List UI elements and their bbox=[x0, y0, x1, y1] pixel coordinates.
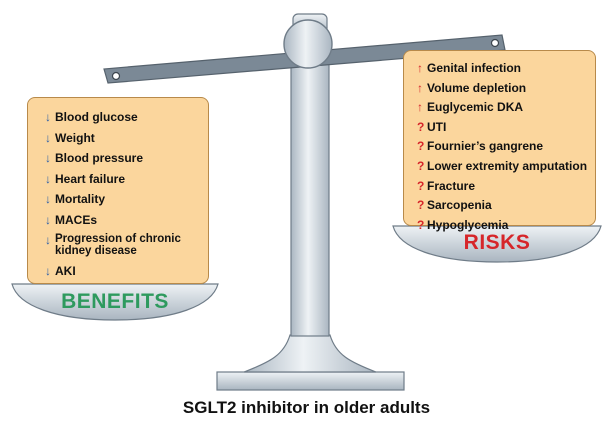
benefits-box: ↓ Blood glucose ↓ Weight ↓ Blood pressure ↓… bbox=[27, 97, 209, 284]
benefit-item: ↓ Mortality bbox=[45, 192, 205, 206]
question-mark-icon: ? bbox=[417, 119, 425, 134]
benefit-text: Progression of chronic kidney disease bbox=[55, 233, 181, 257]
question-mark-icon: ? bbox=[417, 158, 425, 173]
risk-text: Volume depletion bbox=[427, 80, 527, 95]
risk-item: ↑ Genital infection bbox=[417, 61, 593, 75]
benefit-text: Mortality bbox=[55, 192, 106, 206]
benefit-text: Blood glucose bbox=[55, 110, 138, 124]
risk-item: ?Sarcopenia bbox=[417, 198, 593, 212]
right-beam-hole bbox=[490, 38, 500, 48]
risk-text: Sarcopenia bbox=[427, 198, 492, 213]
figure-caption: SGLT2 inhibitor in older adults bbox=[182, 398, 431, 417]
benefit-item: ↓ MACEs bbox=[45, 213, 205, 227]
benefit-item: ↓ Weight bbox=[45, 131, 205, 145]
increase-arrow-icon: ↑ bbox=[417, 100, 423, 115]
question-mark-icon: ? bbox=[417, 198, 425, 213]
scale-pivot bbox=[283, 19, 333, 69]
scale-base bbox=[216, 334, 405, 391]
risk-item: ?Fracture bbox=[417, 179, 593, 193]
risk-item: ?UTI bbox=[417, 120, 593, 134]
decrease-arrow-icon: ↓ bbox=[45, 263, 51, 278]
risks-label: RISKS bbox=[463, 231, 531, 254]
question-mark-icon: ? bbox=[417, 178, 425, 193]
risk-item: ?Fournier’s gangrene bbox=[417, 139, 593, 153]
risks-list: ↑ Genital infection ↑ Volume depletion ↑ Eu… bbox=[417, 61, 593, 232]
question-mark-icon: ? bbox=[417, 217, 425, 232]
decrease-arrow-icon: ↓ bbox=[45, 151, 51, 165]
increase-arrow-icon: ↑ bbox=[417, 80, 423, 95]
benefit-text: MACEs bbox=[55, 212, 98, 227]
benefit-item: ↓ Blood glucose bbox=[45, 110, 205, 124]
decrease-arrow-icon: ↓ bbox=[45, 192, 51, 206]
benefit-item: ↓ Progression of chronic kidney disease bbox=[45, 233, 205, 257]
left-pan bbox=[11, 283, 219, 321]
decrease-arrow-icon: ↓ bbox=[45, 130, 51, 145]
benefit-text: Blood pressure bbox=[55, 151, 144, 165]
benefit-item: ↓ Blood pressure bbox=[45, 151, 205, 165]
benefit-text: Heart failure bbox=[55, 171, 126, 186]
right-pan bbox=[392, 225, 602, 263]
risk-item: ↑ Euglycemic DKA bbox=[417, 100, 593, 114]
decrease-arrow-icon: ↓ bbox=[45, 212, 51, 227]
benefit-text: AKI bbox=[55, 263, 76, 278]
risk-text: Hypoglycemia bbox=[427, 217, 509, 232]
risk-text: Fracture bbox=[427, 178, 476, 193]
decrease-arrow-icon: ↓ bbox=[45, 171, 51, 186]
benefit-text: Weight bbox=[55, 130, 95, 145]
risk-text: UTI bbox=[427, 119, 447, 134]
risk-text: Euglycemic DKA bbox=[427, 100, 524, 115]
decrease-arrow-icon: ↓ bbox=[45, 110, 51, 124]
risk-text: Lower extremity amputation bbox=[427, 158, 588, 173]
benefits-list: ↓ Blood glucose ↓ Weight ↓ Blood pressure ↓… bbox=[45, 110, 205, 278]
decrease-arrow-icon: ↓ bbox=[45, 233, 51, 247]
risk-text: Fournier’s gangrene bbox=[427, 139, 544, 154]
benefit-item: ↓ Heart failure bbox=[45, 172, 205, 186]
risk-item: ?Hypoglycemia bbox=[417, 218, 593, 232]
risks-box: ↑ Genital infection ↑ Volume depletion ↑ Eu… bbox=[403, 50, 596, 232]
risk-item: ↑ Volume depletion bbox=[417, 81, 593, 95]
risk-text: Genital infection bbox=[427, 61, 522, 75]
benefit-item: ↓ AKI bbox=[45, 264, 205, 278]
question-mark-icon: ? bbox=[417, 139, 425, 154]
scale-pillar bbox=[290, 39, 330, 337]
benefits-label: BENEFITS bbox=[61, 290, 169, 313]
increase-arrow-icon: ↑ bbox=[417, 61, 423, 75]
left-beam-hole bbox=[111, 71, 121, 81]
risk-item: ?Lower extremity amputation bbox=[417, 159, 593, 173]
